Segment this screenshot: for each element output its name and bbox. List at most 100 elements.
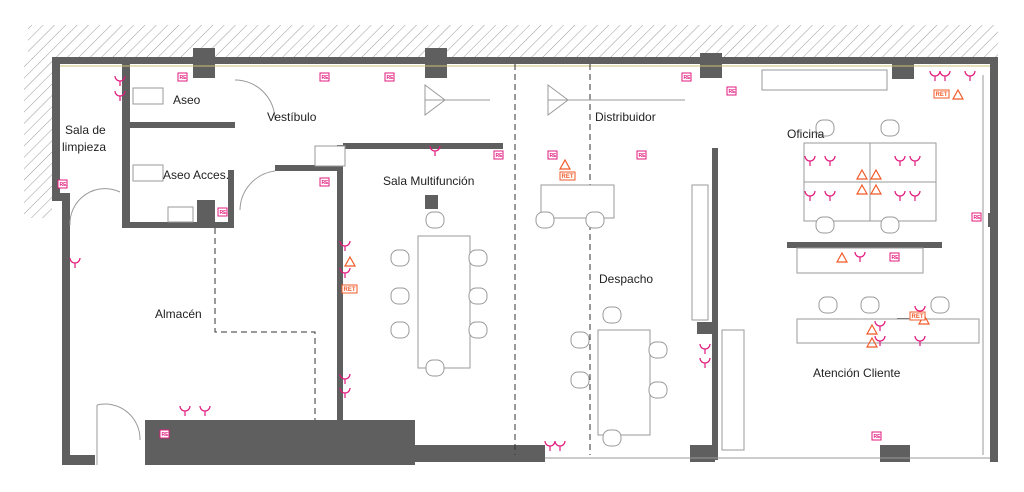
ret-marker: RET xyxy=(559,171,576,181)
re-marker: RE xyxy=(547,150,558,160)
label-aseo: Aseo xyxy=(173,93,201,107)
socket-icon xyxy=(179,405,191,416)
socket-icon xyxy=(554,440,566,451)
room-labels: Aseo Vestíbulo Sala de limpieza Aseo Acc… xyxy=(62,93,901,380)
re-marker: RE xyxy=(493,150,504,160)
socket-icon xyxy=(699,343,711,354)
furniture xyxy=(132,69,980,451)
socket-icon xyxy=(199,405,211,416)
network-point-icon xyxy=(865,336,879,348)
svg-text:RE: RE xyxy=(496,153,504,159)
re-marker: RE xyxy=(319,177,330,187)
svg-text:RE: RE xyxy=(874,434,882,440)
socket-icon xyxy=(894,155,906,166)
chair xyxy=(570,371,590,389)
svg-text:RE: RE xyxy=(162,432,170,438)
socket-icon xyxy=(964,70,976,81)
chair xyxy=(648,381,668,399)
socket-icon xyxy=(339,267,351,278)
re-marker: RE xyxy=(636,150,647,160)
chair xyxy=(930,296,950,314)
re-marker: RE xyxy=(217,207,228,217)
socket-icon xyxy=(909,155,921,166)
exterior-hatch-top xyxy=(28,25,998,59)
socket-icon xyxy=(69,257,81,268)
socket-icon xyxy=(824,155,836,166)
re-marker: RE xyxy=(726,86,737,96)
label-vestibulo: Vestíbulo xyxy=(267,110,317,124)
chair xyxy=(602,429,622,447)
chair xyxy=(880,119,900,137)
re-marker: RE xyxy=(384,72,395,82)
re-marker: RE xyxy=(159,429,170,439)
label-sala-limpieza-2: limpieza xyxy=(62,140,106,154)
svg-text:RET: RET xyxy=(936,92,948,98)
chair xyxy=(818,296,838,314)
chair xyxy=(425,211,445,229)
chair xyxy=(535,211,555,229)
re-marker: RE xyxy=(889,252,900,262)
svg-text:RET: RET xyxy=(912,314,924,320)
svg-text:RE: RE xyxy=(684,75,692,81)
chair xyxy=(880,216,900,234)
network-point-icon xyxy=(343,255,357,267)
chair xyxy=(602,306,622,324)
socket-icon xyxy=(804,190,816,201)
svg-text:RE: RE xyxy=(220,210,228,216)
re-marker: RE xyxy=(177,72,188,82)
svg-text:RE: RE xyxy=(60,182,68,188)
re-marker: RE xyxy=(871,431,882,441)
socket-icon xyxy=(894,190,906,201)
svg-text:RE: RE xyxy=(639,153,647,159)
socket-icon xyxy=(854,251,866,262)
svg-text:RE: RE xyxy=(387,75,395,81)
chair xyxy=(390,287,410,305)
svg-text:RET: RET xyxy=(344,287,356,293)
chair xyxy=(468,249,488,267)
doors xyxy=(69,79,685,465)
socket-icon xyxy=(339,387,351,398)
chair xyxy=(585,211,605,229)
chair xyxy=(815,119,835,137)
label-distribuidor: Distribuidor xyxy=(595,110,656,124)
svg-text:RET: RET xyxy=(562,174,574,180)
network-point-icon xyxy=(951,88,965,100)
ret-marker: RET xyxy=(341,284,358,294)
re-marker: RE xyxy=(681,72,692,82)
exterior-hatch-left xyxy=(24,58,52,218)
socket-icon xyxy=(544,440,556,451)
label-atencion-cliente: Atención Cliente xyxy=(813,366,901,380)
network-point-icon xyxy=(869,168,883,180)
ret-marker: RET xyxy=(933,89,950,99)
chair xyxy=(648,341,668,359)
label-oficina: Oficina xyxy=(787,127,825,141)
network-point-icon xyxy=(869,183,883,195)
socket-icon xyxy=(339,240,351,251)
socket-icon xyxy=(874,335,886,346)
chair xyxy=(860,296,880,314)
chair xyxy=(570,331,590,349)
socket-icon xyxy=(114,75,126,86)
chair xyxy=(468,321,488,339)
socket-icon xyxy=(824,190,836,201)
svg-text:RE: RE xyxy=(729,89,737,95)
svg-text:RE: RE xyxy=(322,180,330,186)
svg-text:RE: RE xyxy=(892,255,900,261)
chair xyxy=(390,321,410,339)
glazing xyxy=(60,65,990,459)
socket-icon xyxy=(429,145,441,156)
socket-icon xyxy=(114,90,126,101)
socket-icon xyxy=(339,373,351,384)
socket-icon xyxy=(874,320,886,331)
chair xyxy=(468,287,488,305)
socket-icon xyxy=(914,335,926,346)
svg-text:RE: RE xyxy=(550,153,558,159)
ret-marker: RET xyxy=(909,311,926,321)
socket-icon xyxy=(699,357,711,368)
socket-icon xyxy=(804,155,816,166)
network-point-icon xyxy=(835,251,849,263)
network-point-icon xyxy=(855,183,869,195)
label-despacho: Despacho xyxy=(599,272,653,286)
